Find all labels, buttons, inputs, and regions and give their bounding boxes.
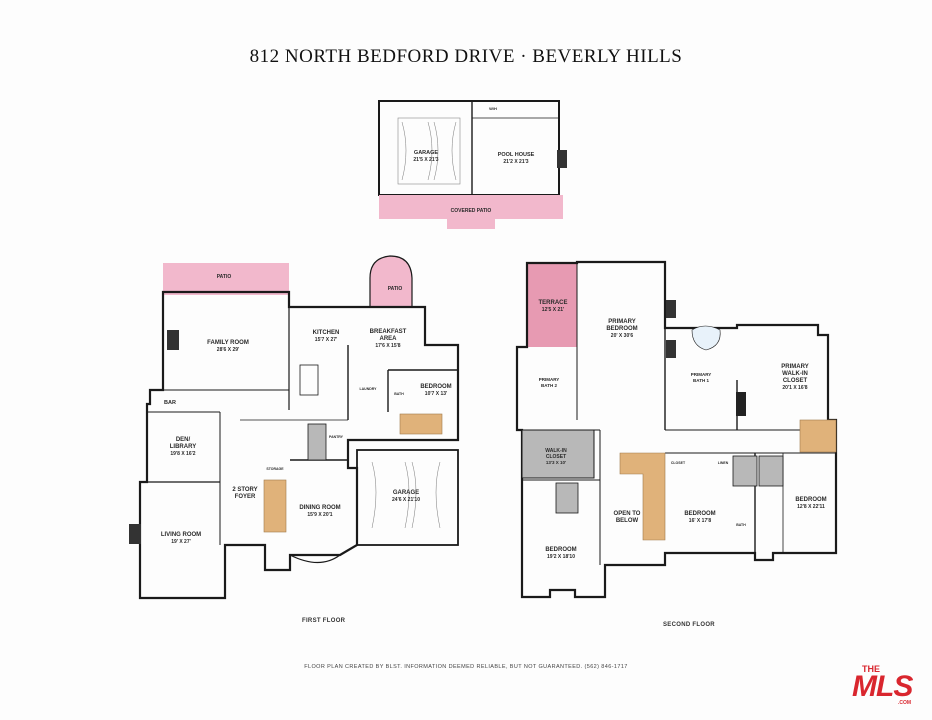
storage-label: STORAGE [266, 467, 284, 471]
mls-logo-the: THE [862, 664, 880, 674]
bedroom-left-label: BEDROOM [545, 547, 576, 553]
primary-bath-1-label-2: BATH 1 [693, 378, 709, 383]
laundry-label: LAUNDRY [360, 387, 378, 391]
living-room-label: LIVING ROOM [161, 532, 201, 538]
walkin-closet-dims: 13'3 X 10' [546, 460, 566, 465]
foyer-label-1: 2 STORY [232, 487, 257, 493]
bath-ff-label: BATH [394, 392, 404, 396]
primary-bedroom-label-1: PRIMARY [608, 319, 635, 325]
primary-bath-2-label-1: PRIMARY [539, 377, 560, 382]
den-dims: 19'8 X 16'2 [170, 451, 195, 457]
bedroom-right-label: BEDROOM [795, 497, 826, 503]
garage-top-dims: 21'5 X 21'3 [413, 157, 438, 163]
disclaimer-footer: FLOOR PLAN CREATED BY BLST. INFORMATION … [304, 664, 628, 670]
terrace-label: TERRACE [538, 300, 567, 306]
kitchen-dims: 15'7 X 27' [315, 337, 337, 343]
mls-logo-com: .COM [898, 700, 912, 706]
bedroom-left-dims: 19'2 X 18'10 [547, 554, 575, 560]
open-to-below-label-1: OPEN TO [614, 511, 641, 517]
den-label-1: DEN/ [176, 437, 191, 443]
bath-sf-label: BATH [736, 523, 746, 527]
den-label-2: LIBRARY [170, 444, 196, 450]
closet-label: CLOSET [671, 461, 686, 465]
primary-walkin-dims: 20'1 X 16'8 [782, 385, 807, 391]
pool-house-label: POOL HOUSE [498, 152, 535, 158]
garage-ff-label: GARAGE [393, 490, 419, 496]
breakfast-dims: 17'6 X 15'8 [375, 343, 400, 349]
primary-bath-1-label-1: PRIMARY [691, 372, 712, 377]
garage-top-label: GARAGE [414, 150, 438, 156]
bedroom-ff-label: BEDROOM [420, 384, 451, 390]
covered-patio-label: COVERED PATIO [451, 208, 492, 214]
bedroom-right-dims: 12'8 X 22'11 [797, 504, 825, 510]
mls-logo-text: MLS [852, 670, 913, 703]
primary-walkin-label-3: CLOSET [783, 378, 808, 384]
living-room-dims: 19' X 27' [171, 539, 191, 545]
primary-bedroom-dims: 20' X 30'6 [611, 333, 634, 339]
pool-house-dims: 21'2 X 21'3 [503, 159, 528, 165]
pool-house-building [378, 100, 567, 229]
primary-walkin-label-2: WALK-IN [782, 371, 808, 377]
walkin-closet-label-1: WALK-IN [545, 448, 567, 454]
linen-label: LINEN [718, 461, 729, 465]
foyer-label-2: FOYER [235, 494, 256, 500]
dining-room-label: DINING ROOM [299, 505, 340, 511]
wh-label: W/H [489, 106, 497, 111]
patio-label-1: PATIO [217, 274, 232, 280]
bedroom-center-label: BEDROOM [684, 511, 715, 517]
mls-logo: THE MLS .COM [852, 664, 922, 706]
patio-label-2: PATIO [388, 286, 403, 292]
first-floor-plan [129, 255, 460, 600]
breakfast-label-2: AREA [379, 336, 397, 342]
primary-bath-2-label-2: BATH 2 [541, 383, 557, 388]
family-room-dims: 28'6 X 29' [217, 347, 239, 353]
garage-ff-dims: 24'6 X 21'10 [392, 497, 420, 503]
terrace-dims: 12'5 X 21' [542, 307, 564, 313]
walkin-closet-label-2: CLOSET [546, 454, 566, 460]
bar-label: BAR [164, 400, 176, 406]
primary-walkin-label-1: PRIMARY [781, 364, 808, 370]
property-title: 812 NORTH BEDFORD DRIVE · BEVERLY HILLS [249, 46, 683, 67]
pantry-label: PANTRY [329, 435, 344, 439]
second-floor-caption: SECOND FLOOR [663, 622, 715, 628]
dining-room-dims: 15'9 X 20'1 [307, 512, 332, 518]
family-room-label: FAMILY ROOM [207, 340, 249, 346]
bedroom-ff-dims: 10'7 X 13' [425, 391, 447, 397]
second-floor-plan [515, 260, 838, 599]
bedroom-center-dims: 16' X 17'8 [689, 518, 712, 524]
first-floor-caption: FIRST FLOOR [302, 618, 346, 624]
kitchen-label: KITCHEN [313, 330, 340, 336]
breakfast-label-1: BREAKFAST [370, 329, 407, 335]
primary-bedroom-label-2: BEDROOM [606, 326, 637, 332]
open-to-below-label-2: BELOW [616, 518, 639, 524]
